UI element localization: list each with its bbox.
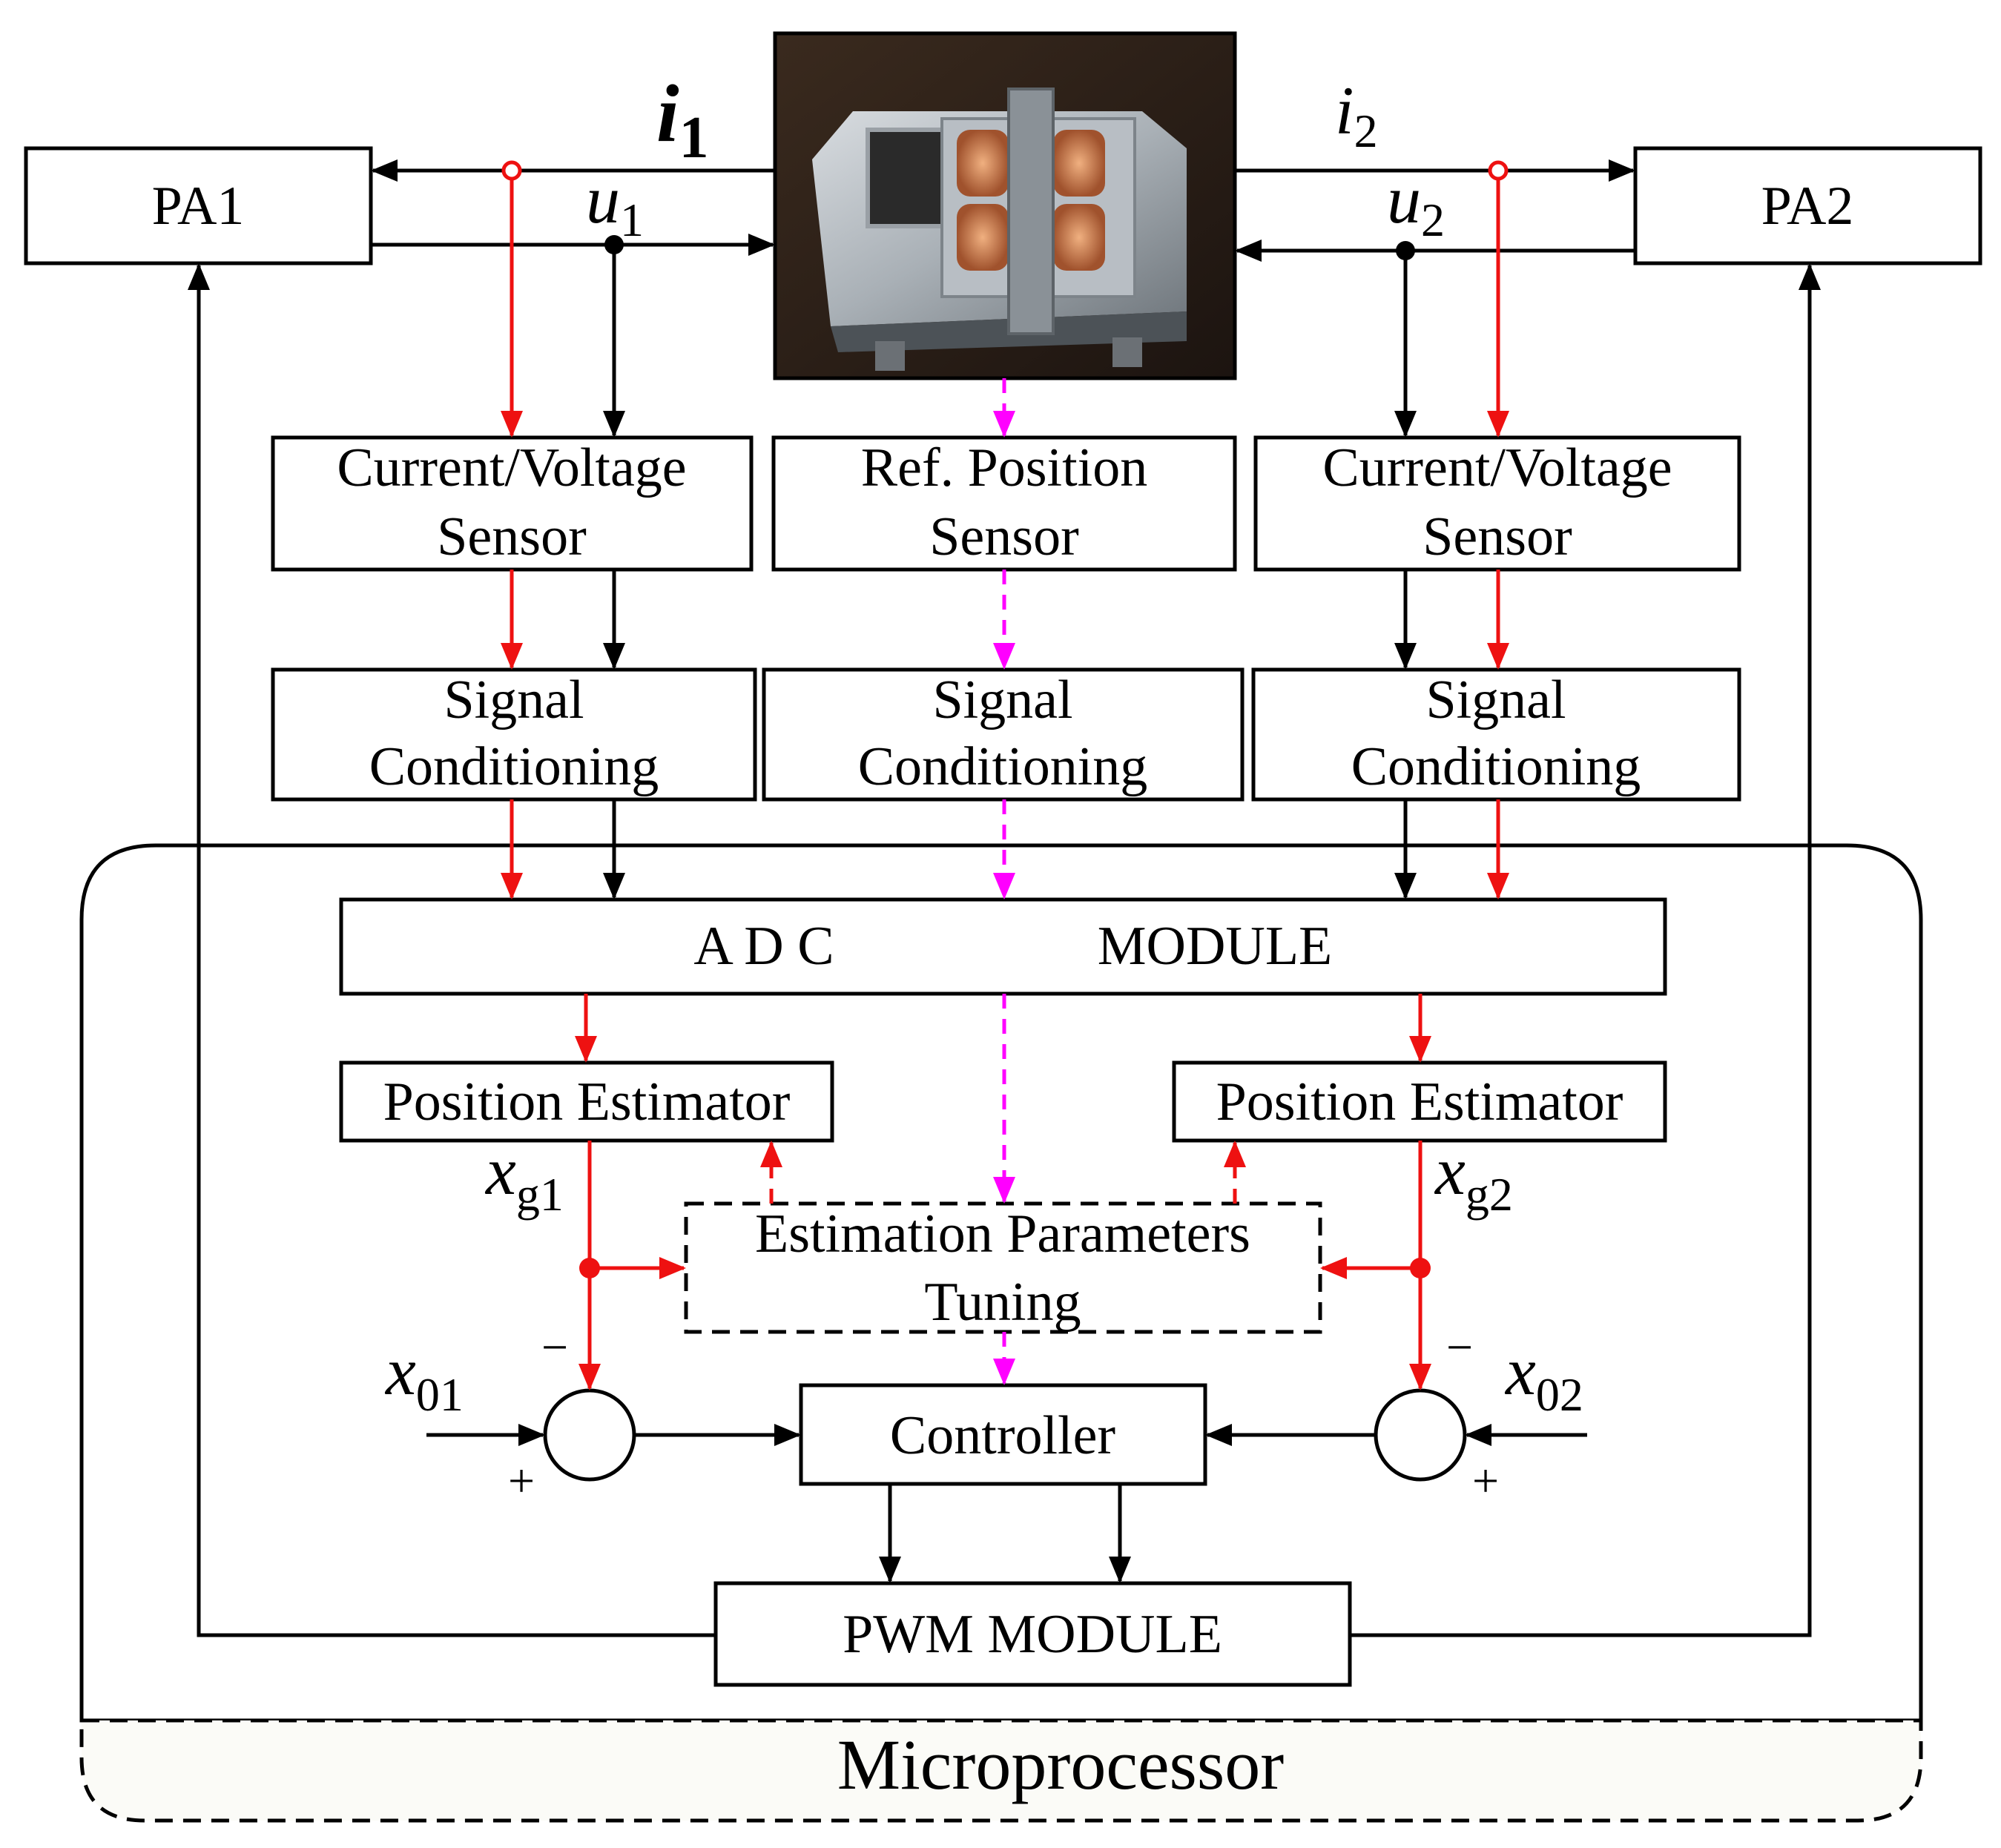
x01-label: x01 xyxy=(384,1333,464,1421)
signal-cond-mid-line2: Conditioning xyxy=(858,736,1148,797)
u2-label: u2 xyxy=(1387,162,1445,246)
adc-label-left: A D C xyxy=(693,916,834,977)
controller-label: Controller xyxy=(890,1405,1115,1466)
adc-label-right: MODULE xyxy=(1098,916,1333,977)
signal-cond-right-block xyxy=(1251,667,1741,802)
plus-sign-left: + xyxy=(508,1454,535,1507)
position-estimator-right-label: Position Estimator xyxy=(1216,1072,1623,1132)
xg1-label: xg1 xyxy=(484,1133,564,1221)
cv-sensor-left-line1: Current/Voltage xyxy=(337,438,686,498)
signal-cond-left-line2: Conditioning xyxy=(369,736,659,797)
i1-label: i1 xyxy=(656,68,709,171)
pa1-label: PA1 xyxy=(152,176,245,237)
i1-tap-point xyxy=(501,160,522,181)
u1-label: u1 xyxy=(586,162,644,246)
pa1-block xyxy=(24,146,373,265)
signal-cond-mid-line1: Signal xyxy=(932,670,1072,730)
microprocessor-label: Microprocessor xyxy=(837,1725,1285,1804)
cv-sensor-right-line1: Current/Voltage xyxy=(1322,438,1672,498)
pa2-block xyxy=(1633,146,1982,265)
pwm-to-pa1 xyxy=(188,263,716,1637)
minus-sign-right: − xyxy=(1446,1321,1473,1373)
cv-sensor-left-line2: Sensor xyxy=(437,506,586,567)
cv-sensor-left-block xyxy=(271,435,754,572)
signal-cond-left-line1: Signal xyxy=(444,670,584,730)
ref-position-sensor-block xyxy=(771,435,1237,572)
signal-cond-left-block xyxy=(271,667,757,802)
x02-label: x02 xyxy=(1504,1333,1583,1421)
position-estimator-right-block xyxy=(1172,1060,1667,1143)
cv-sensor-right-line2: Sensor xyxy=(1423,506,1572,567)
position-estimator-left-label: Position Estimator xyxy=(383,1072,791,1132)
ref-position-sensor-line2: Sensor xyxy=(929,506,1078,567)
pwm-label: PWM MODULE xyxy=(843,1604,1222,1665)
signal-cond-right-line2: Conditioning xyxy=(1351,736,1641,797)
microprocessor-label-area xyxy=(79,1718,1923,1823)
plus-sign-right: + xyxy=(1472,1454,1499,1507)
tuning-line2: Tuning xyxy=(924,1272,1081,1333)
position-estimator-left-block xyxy=(339,1060,834,1143)
i2-label: i2 xyxy=(1335,73,1378,157)
signal-cond-mid-block xyxy=(762,667,1245,802)
i2-tap-point xyxy=(1488,160,1509,181)
summing-junction-left xyxy=(543,1388,636,1482)
minus-sign-left: − xyxy=(541,1321,568,1373)
microprocessor-boundary xyxy=(79,843,1923,1723)
pa2-label: PA2 xyxy=(1761,176,1854,237)
controller-block xyxy=(799,1383,1207,1486)
magnetic-actuator-photo xyxy=(773,31,1237,380)
tuning-block xyxy=(684,1201,1322,1334)
signal-cond-right-line1: Signal xyxy=(1425,670,1566,730)
summing-junction-right xyxy=(1374,1388,1467,1482)
adc-module-block xyxy=(339,897,1667,996)
ref-position-sensor-line1: Ref. Position xyxy=(861,438,1147,498)
cv-sensor-right-block xyxy=(1253,435,1741,572)
xg2-label: xg2 xyxy=(1434,1133,1513,1221)
pwm-to-pa2 xyxy=(1350,263,1821,1637)
tuning-line1: Estimation Parameters xyxy=(755,1204,1250,1264)
